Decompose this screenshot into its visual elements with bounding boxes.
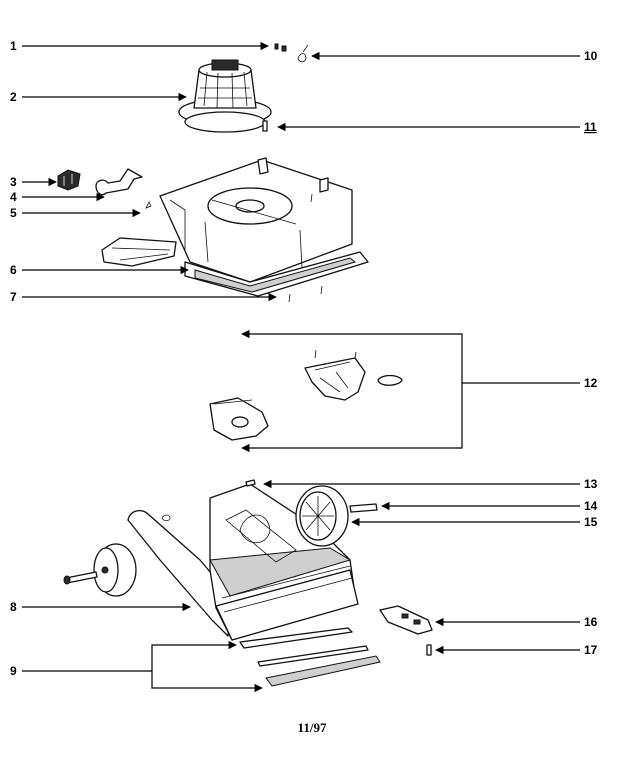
motor-assembly: [178, 59, 272, 133]
leader-lines: [22, 41, 580, 693]
washer-part: [297, 44, 309, 63]
housing-assembly: [159, 157, 369, 297]
axle-pin-part: [349, 503, 378, 513]
callout-4: 4: [10, 190, 17, 204]
callout-labels: 1 2 3 4 5 6 7 8 9 10 11 12 13 14 15 16 1…: [10, 39, 598, 678]
axle-part: [63, 571, 98, 585]
parts-group-12: [209, 349, 403, 441]
wheel-right-part: [295, 485, 349, 547]
small-latch-part: [161, 514, 171, 522]
callout-1: 1: [10, 39, 17, 53]
callout-8: 8: [10, 600, 17, 614]
latch-part-16: [379, 605, 433, 635]
clip-part-13: [245, 479, 256, 487]
wheel-left-part: [93, 543, 137, 597]
callout-12: 12: [584, 376, 598, 390]
callout-5: 5: [10, 206, 17, 220]
base-assembly: [127, 483, 359, 641]
screw-part-17: [426, 644, 432, 656]
small-screw-parts: [288, 193, 323, 303]
motor-brush-part: [274, 43, 287, 52]
bracket-part: [95, 168, 143, 196]
callout-13: 13: [584, 477, 598, 491]
callout-14: 14: [584, 499, 598, 513]
callout-3: 3: [10, 175, 17, 189]
callout-17: 17: [584, 643, 598, 657]
date-code: 11/97: [298, 720, 327, 735]
callout-10: 10: [584, 49, 598, 63]
callout-2: 2: [10, 90, 17, 104]
screw-part: [262, 120, 268, 132]
bumper-strip-parts: [239, 627, 381, 687]
pedal-part: [101, 237, 177, 267]
callout-9: 9: [10, 664, 17, 678]
callout-11: 11: [584, 120, 597, 134]
callout-15: 15: [584, 515, 598, 529]
callout-16: 16: [584, 615, 598, 629]
callout-7: 7: [10, 290, 17, 304]
callout-6: 6: [10, 263, 17, 277]
clip-part: [145, 201, 152, 209]
switch-part: [57, 169, 81, 191]
